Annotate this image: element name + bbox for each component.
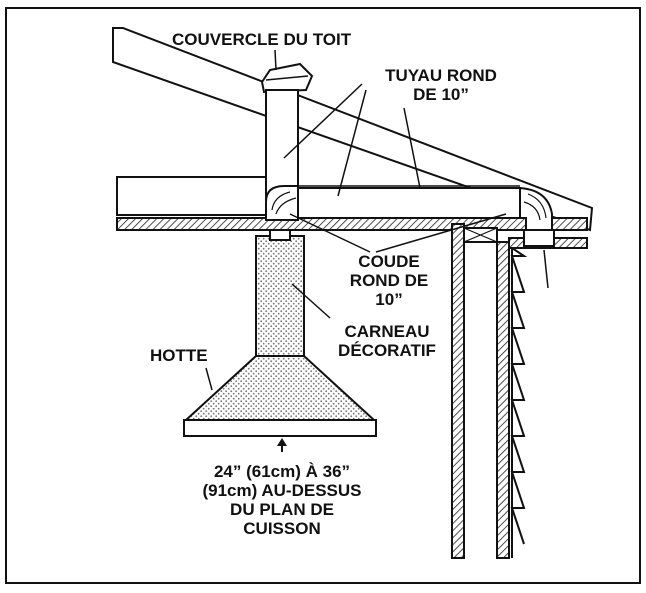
diagram-frame <box>5 7 641 584</box>
range-hood <box>183 355 377 421</box>
label-height-line3: DU PLAN DE <box>230 500 334 519</box>
height-arrow-head <box>277 438 287 446</box>
ceiling-beam <box>116 176 286 216</box>
pipe-upper-run <box>297 185 520 188</box>
leader-roof-cap <box>274 49 277 71</box>
roof-slab <box>112 27 594 232</box>
pipe-elbow-top-ribs <box>271 191 297 215</box>
label-chimney: CARNEAU DÉCORATIF <box>322 322 452 360</box>
vertical-pipe <box>265 89 299 203</box>
label-height-line1: 24” (61cm) À 36” <box>213 462 351 481</box>
label-height: 24” (61cm) À 36” (91cm) AU-DESSUS DU PLA… <box>170 462 394 538</box>
leader-pipe-c <box>403 107 421 189</box>
wall-right-stud <box>496 241 510 559</box>
label-round-pipe: TUYAU ROND DE 10” <box>356 66 526 104</box>
label-hood: HOTTE <box>150 346 208 365</box>
roof-cap-brim <box>265 75 309 81</box>
chimney-inner-pipe <box>269 229 291 241</box>
wall-header-cross-b <box>463 227 498 243</box>
label-round-pipe-line1: TUYAU ROND <box>385 66 497 85</box>
pipe-elbow-right <box>519 186 553 239</box>
leader-pipe-b <box>337 89 367 197</box>
wall-left-stud <box>451 223 465 559</box>
label-chimney-line2: DÉCORATIF <box>338 341 436 360</box>
leader-elbow-b <box>375 213 507 253</box>
leader-hood <box>205 367 213 391</box>
wall-cap-outlet <box>523 229 555 247</box>
ceiling-band <box>116 217 588 231</box>
exterior-siding <box>510 247 528 545</box>
label-elbow-line3: 10” <box>375 290 403 309</box>
label-elbow: COUDE ROND DE 10” <box>334 252 444 309</box>
hood-base <box>183 419 377 437</box>
label-height-line2: (91cm) AU-DESSUS <box>202 481 362 500</box>
leader-pipe-a <box>283 83 363 159</box>
label-roof-cap: COUVERCLE DU TOIT <box>172 30 352 49</box>
label-chimney-line1: CARNEAU <box>344 322 430 341</box>
leader-wall-cap <box>543 249 549 289</box>
decorative-chimney <box>255 235 305 357</box>
label-height-line4: CUISSON <box>243 519 321 538</box>
leader-elbow-a <box>289 213 371 253</box>
label-elbow-line2: ROND DE <box>349 271 429 290</box>
pipe-elbow-right-ribs <box>523 193 547 221</box>
label-round-pipe-line2: DE 10” <box>413 85 469 104</box>
horizontal-pipe <box>297 187 521 219</box>
leader-chimney <box>291 283 331 319</box>
label-elbow-line1: COUDE <box>358 252 420 271</box>
